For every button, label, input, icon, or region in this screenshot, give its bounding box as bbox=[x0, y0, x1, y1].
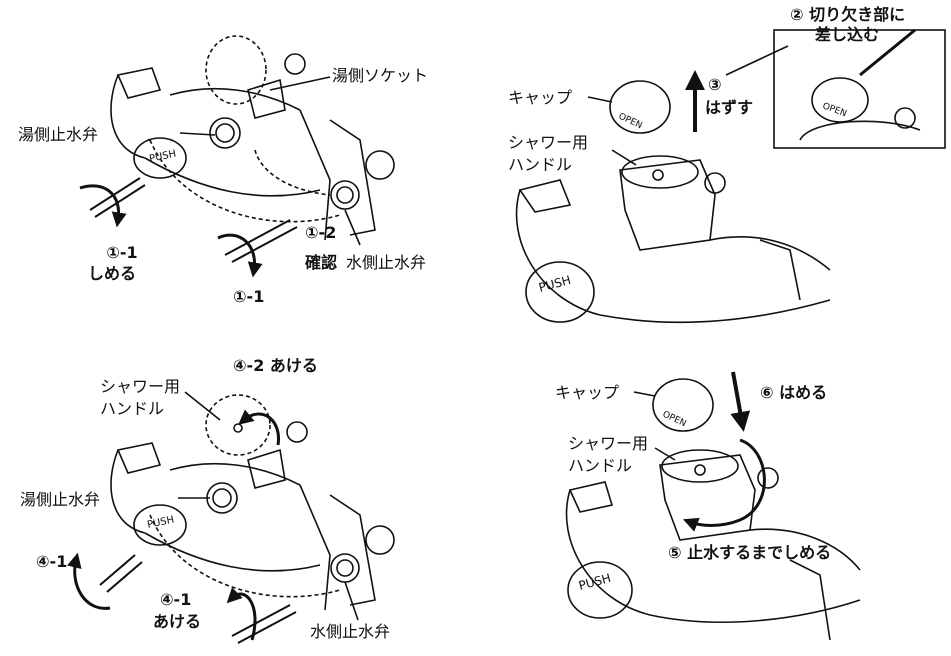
hot-socket-label: 湯側ソケット bbox=[332, 66, 429, 85]
panel4-shower-handle-line2: ハンドル bbox=[568, 456, 633, 475]
panel3-shower-handle-line1: シャワー用 bbox=[100, 377, 181, 396]
panel4-faucet-drawing: OPEN PUSH bbox=[565, 371, 861, 641]
panel2-faucet-drawing: OPEN OPEN PUSH bbox=[515, 28, 946, 323]
step-4-1-left-label: ④-1 bbox=[36, 552, 68, 571]
panel4-push-text: PUSH bbox=[577, 571, 612, 593]
step3-action: はずす bbox=[705, 98, 754, 117]
cap-label: キャップ bbox=[508, 88, 573, 107]
step-1-1-left-number: ①-1 bbox=[106, 243, 138, 262]
callout-line1: ② 切り欠き部に bbox=[790, 5, 906, 24]
step-4-1-right-number: ④-1 bbox=[160, 590, 192, 609]
step-4-1-right-action: あける bbox=[153, 612, 202, 631]
cold-valve-label: 水側止水弁 bbox=[346, 253, 427, 272]
step5-label: ⑤ 止水するまでしめる bbox=[668, 543, 832, 562]
panel3-faucet-drawing: PUSH bbox=[66, 391, 395, 644]
step-4-2-label: ④-2 あける bbox=[233, 356, 318, 375]
panel4-cap-label: キャップ bbox=[555, 383, 620, 402]
step3-number: ③ bbox=[708, 75, 722, 94]
panel1-faucet-drawing: PUSH bbox=[79, 35, 395, 278]
step6-label: ⑥ はめる bbox=[760, 383, 828, 402]
hot-valve-label: 湯側止水弁 bbox=[18, 125, 99, 144]
step-1-2-number: ①-2 bbox=[305, 223, 337, 242]
panel3-cold-valve-label: 水側止水弁 bbox=[310, 622, 391, 641]
step-1-2-action: 確認 bbox=[305, 253, 338, 272]
callout-line2: 差し込む bbox=[815, 25, 880, 44]
panel2-shower-handle-line1: シャワー用 bbox=[508, 133, 589, 152]
panel3-hot-valve-label: 湯側止水弁 bbox=[20, 490, 101, 509]
panel2-shower-handle-line2: ハンドル bbox=[508, 155, 573, 174]
panel1-push-text: PUSH bbox=[148, 149, 177, 165]
panel2-cap-open-text: OPEN bbox=[617, 112, 644, 132]
panel3-shower-handle-line2: ハンドル bbox=[100, 399, 165, 418]
step-1-1-right-number: ①-1 bbox=[233, 287, 265, 306]
panel4-shower-handle-line1: シャワー用 bbox=[568, 434, 649, 453]
panel2-callout-open-text: OPEN bbox=[821, 101, 848, 119]
step-1-1-left-action: しめる bbox=[88, 264, 137, 283]
